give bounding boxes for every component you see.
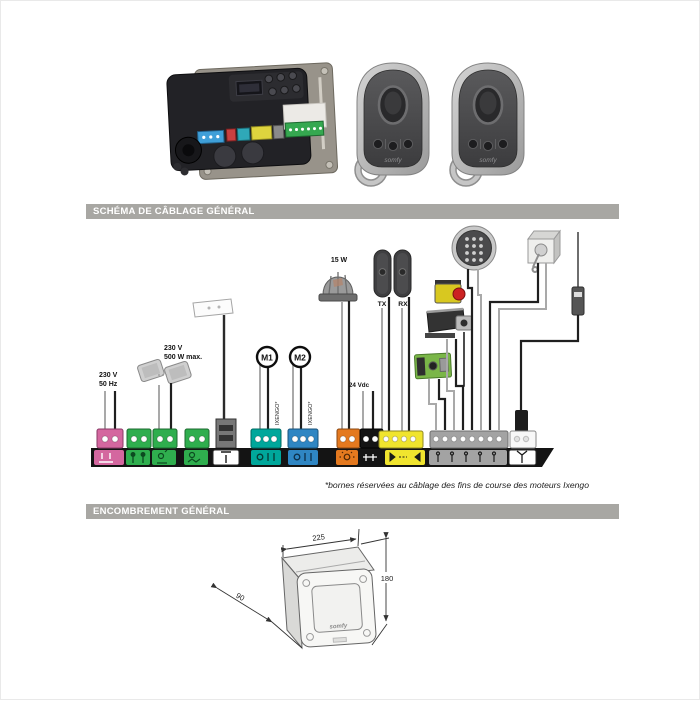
- wiring-footnote: *bornes réservées au câblage des fins de…: [324, 480, 589, 490]
- box-front-face: somfy: [296, 568, 377, 648]
- motor-1: M1 IXENGO*: [255, 345, 281, 430]
- dimensions-section-banner: ENCOMBREMENT GÉNÉRAL: [86, 504, 619, 519]
- lighting-icon: [152, 450, 176, 465]
- flashing-light-label: 15 W: [331, 257, 348, 264]
- motor2-icon: [288, 450, 318, 465]
- keypad-keys: [465, 237, 483, 262]
- tx-label: TX: [378, 301, 387, 308]
- terminal-icons: [94, 449, 537, 466]
- motor2-symbol: [288, 345, 312, 369]
- wire: [488, 263, 540, 430]
- antenna-plug: [515, 410, 528, 432]
- motor1-symbol: [255, 345, 279, 369]
- inputs-terminal: [429, 430, 509, 449]
- code-keypad: [451, 225, 497, 430]
- mains-icon: [94, 450, 124, 465]
- red-button: [452, 287, 466, 301]
- motor2-label: M2: [294, 353, 306, 363]
- photocell-terminal: [378, 430, 424, 449]
- wire: [454, 339, 465, 430]
- antenna-terminal: [509, 430, 537, 449]
- terminal-connectors: [96, 428, 537, 449]
- lighting-label-2: 500 W max.: [164, 354, 202, 361]
- wire: [428, 379, 437, 430]
- wiring-section-title: SCHÉMA DE CÂBLAGE GÉNÉRAL: [93, 206, 255, 217]
- depth-dim-label: 90: [234, 591, 246, 603]
- flashing-light-icon: [336, 450, 358, 465]
- wiring-section-banner: SCHÉMA DE CÂBLAGE GÉNÉRAL: [86, 204, 619, 219]
- motor1-icon: [251, 450, 281, 465]
- photocells: TX RX: [373, 249, 412, 432]
- remote-control-1: [357, 63, 429, 183]
- dc-output: 24 Vdc: [349, 382, 375, 430]
- dimensions-section-title: ENCOMBREMENT GÉNÉRAL: [93, 506, 230, 517]
- wire: [446, 339, 455, 430]
- mains-supply: 230 V 50 Hz: [99, 372, 118, 430]
- board-terminal-blocks: [196, 120, 325, 145]
- antenna: [515, 232, 585, 432]
- safety-edge-transmitter: [434, 280, 466, 304]
- keyhole: [534, 243, 548, 257]
- wire: [498, 263, 547, 430]
- light-panel: [192, 298, 234, 318]
- motor1-wire-label: IXENGO*: [275, 401, 281, 425]
- lighting-output: 230 V 500 W max.: [137, 345, 202, 430]
- mains-terminal: [96, 428, 124, 449]
- width-dim-label: 225: [312, 532, 326, 543]
- programming-buttons: [264, 71, 301, 97]
- inputs-icon: [429, 450, 507, 465]
- mains-label-2: 50 Hz: [99, 381, 118, 388]
- depth-dim-line: [210, 582, 273, 623]
- keys: [531, 253, 540, 273]
- wire: [466, 269, 474, 430]
- box-logo: somfy: [329, 623, 348, 630]
- height-dim-label: 180: [381, 574, 394, 583]
- motor2-wire-label: IXENGO*: [308, 401, 314, 425]
- dimension-drawing: somfy 225 180 90: [210, 528, 397, 650]
- lighting-terminal: [152, 428, 178, 449]
- photocell-icon: [385, 450, 425, 465]
- antenna-body: [571, 286, 585, 316]
- photocell-bar: [425, 307, 473, 430]
- mast-connector: [215, 418, 237, 449]
- area-light: [192, 298, 237, 449]
- control-unit-photo: [166, 62, 339, 180]
- aux-terminal-2: [184, 428, 210, 449]
- flashing-light: 15 W: [318, 257, 358, 430]
- motor-2: M2 IXENGO*: [288, 345, 314, 430]
- motor1-label: M1: [261, 353, 273, 363]
- key-switch: [488, 229, 561, 430]
- antenna-cable: [519, 315, 580, 411]
- lighting-label-1: 230 V: [164, 345, 183, 352]
- box-cover-panel: [311, 583, 363, 633]
- width-dim-line: [280, 537, 357, 553]
- mains-label-1: 230 V: [99, 372, 118, 379]
- aux-terminal-1: [126, 428, 152, 449]
- remote-control-2: [452, 63, 524, 183]
- aux1-icon: [126, 450, 150, 465]
- dc-output-label: 24 Vdc: [349, 382, 370, 389]
- rx-label: RX: [398, 301, 408, 308]
- wire: [437, 379, 447, 430]
- wire: [477, 269, 482, 430]
